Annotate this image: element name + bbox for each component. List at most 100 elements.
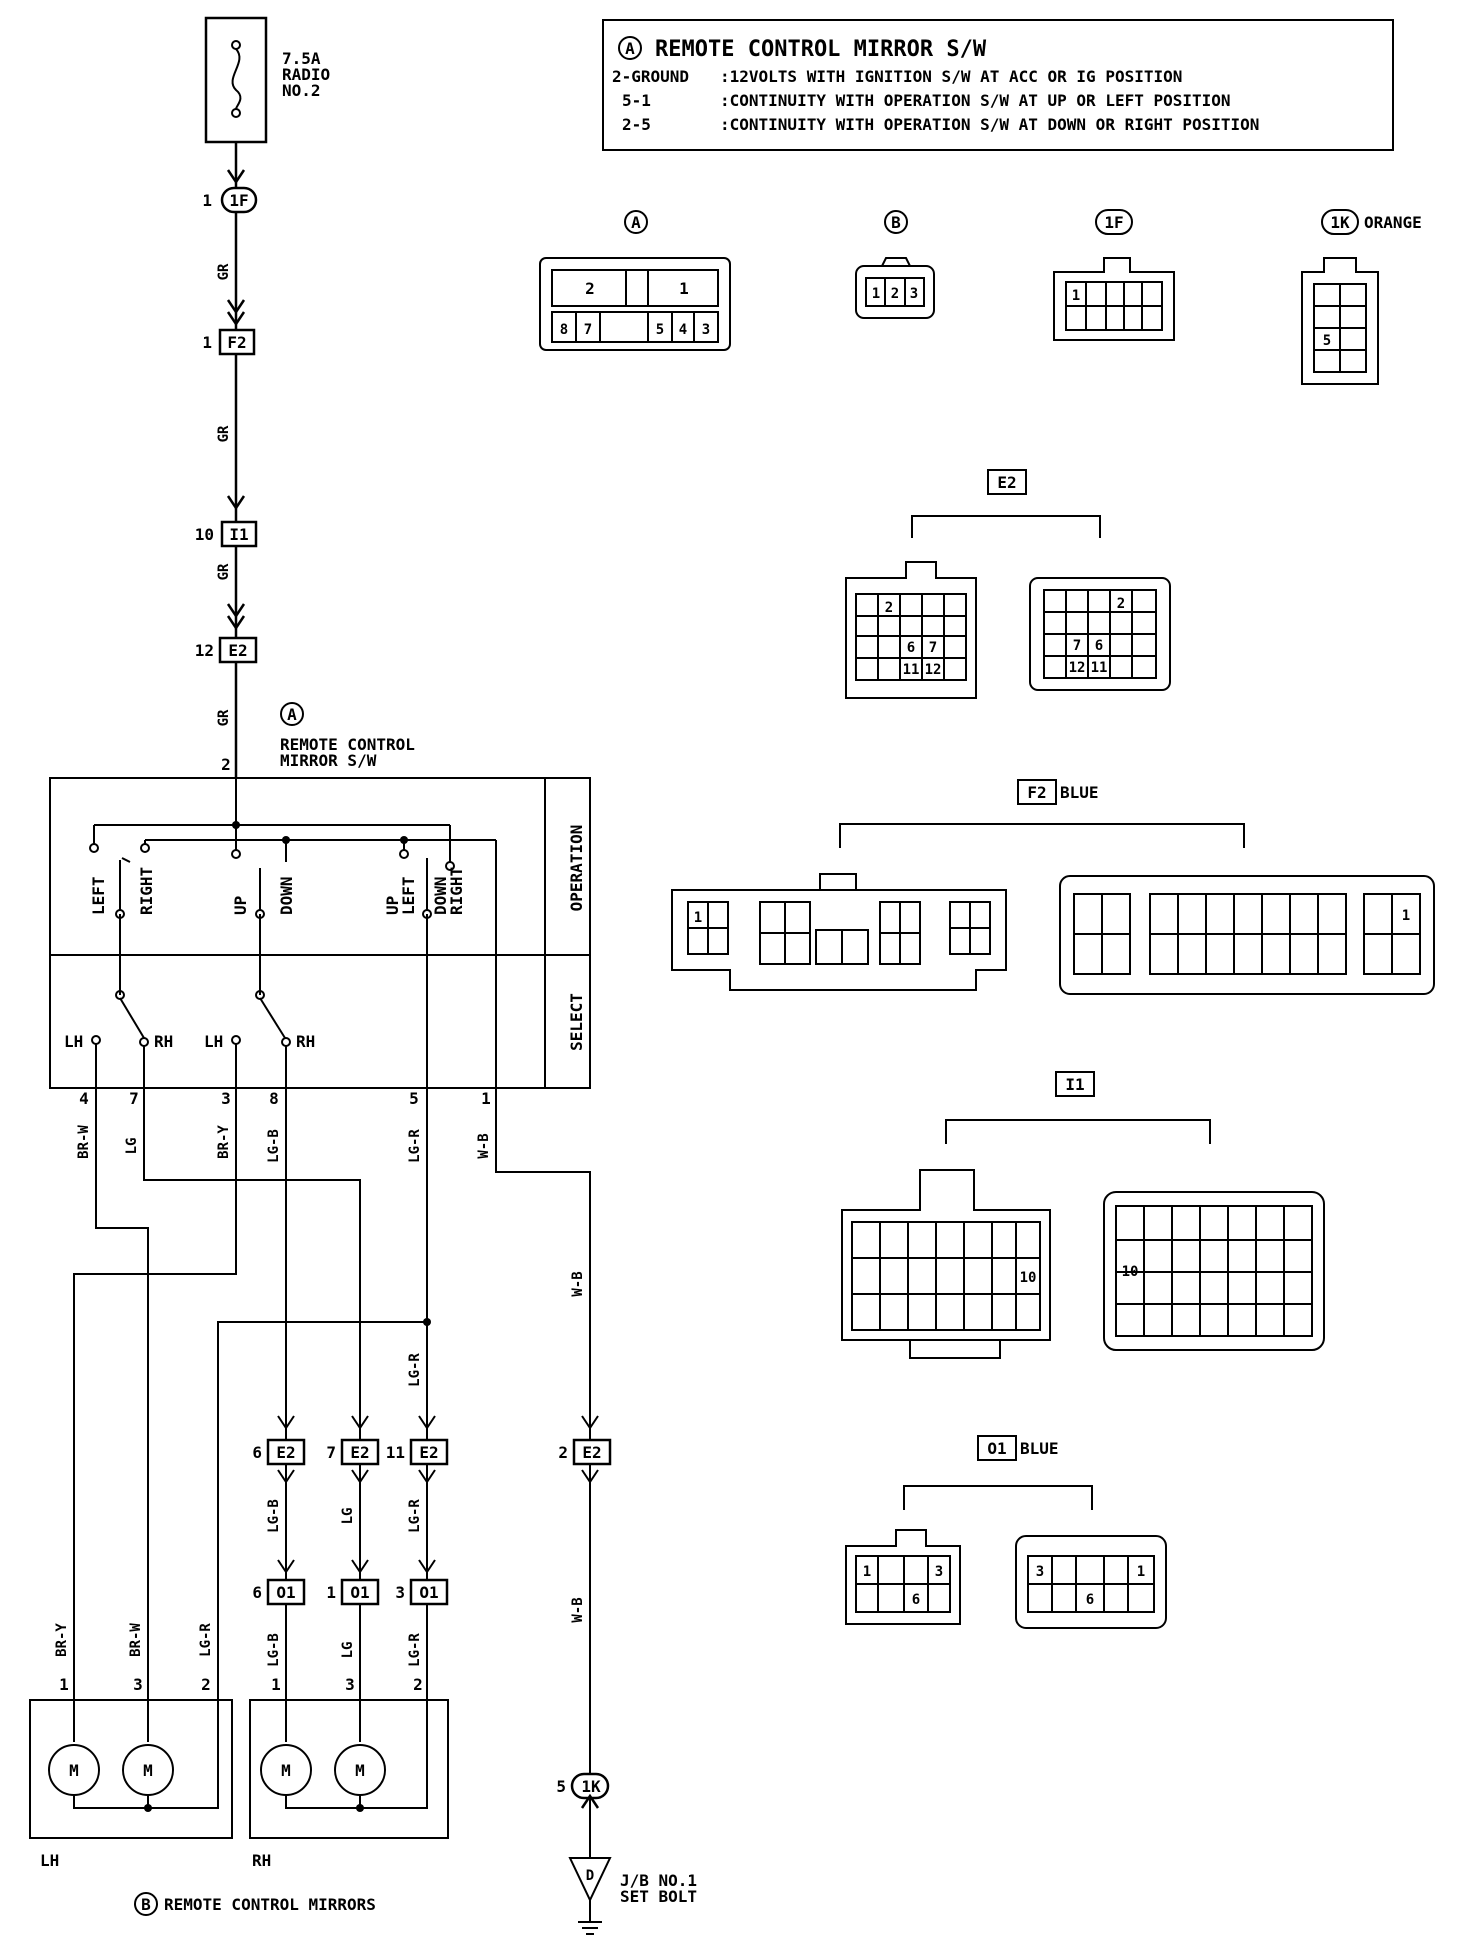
view-e2-r-2: 2: [1117, 596, 1125, 612]
out-pin-3: 3: [221, 1089, 231, 1108]
op-label-right: RIGHT: [137, 867, 156, 915]
rh-motor-2: M: [355, 1761, 365, 1780]
connector-view-e2: E2 2 6 7 11 12 2 7 6 12 11: [845, 469, 1171, 699]
connector-view-1f: 1F 1: [1053, 209, 1175, 341]
low-connectors: O1 6 O1 1 O1 3 LG-B LG LG-R BR-Y BR-W LG…: [54, 1578, 449, 1700]
fuse-no: NO.2: [282, 81, 321, 100]
wire-brw-2: BR-W: [128, 1623, 144, 1657]
sel-lh-1: LH: [64, 1032, 83, 1051]
view-f2-l-pin: 1: [694, 910, 702, 926]
info-row-3-text: :CONTINUITY WITH OPERATION S/W AT DOWN O…: [720, 115, 1259, 134]
lh-pin-3: 3: [133, 1675, 143, 1694]
wire-gr-1: GR: [216, 263, 232, 280]
o1-2-pin: 1: [326, 1583, 336, 1602]
conn-1f-pin: 1: [202, 191, 212, 210]
connector-view-b: B 1 2 3: [855, 210, 935, 319]
wire-lgr-3: LG-R: [407, 1499, 423, 1533]
view-b-pin-1: 1: [872, 286, 880, 302]
wire-lgr-2: LG-R: [407, 1353, 423, 1387]
view-o1-r-1: 1: [1137, 1564, 1145, 1580]
section-select: SELECT: [567, 993, 586, 1051]
view-a-pin-8: 8: [560, 322, 568, 338]
view-e2-l-2: 2: [885, 600, 893, 616]
view-a-id: A: [631, 213, 641, 232]
mirror-rh: 1 3 2 M M RH: [249, 1675, 449, 1870]
info-row-2-text: :CONTINUITY WITH OPERATION S/W AT UP OR …: [720, 91, 1231, 110]
rh-label: RH: [252, 1851, 271, 1870]
wire-gr-2: GR: [216, 425, 232, 442]
view-b-id: B: [891, 213, 901, 232]
sel-rh-2: RH: [296, 1032, 315, 1051]
wire-lg: LG: [124, 1138, 140, 1155]
wire-lgr-4: LG-R: [407, 1633, 423, 1667]
view-o1-r-6: 6: [1086, 1592, 1094, 1608]
view-i1-l-pin: 10: [1020, 1270, 1037, 1286]
conn-i1-pin: 10: [195, 525, 214, 544]
ground-line-1: J/B NO.1: [620, 1871, 697, 1890]
conn-f2-pin: 1: [202, 333, 212, 352]
out-pin-8: 8: [269, 1089, 279, 1108]
op-label-up-2: UP: [383, 896, 402, 915]
view-e2-l-11: 11: [903, 662, 920, 678]
rh-motor-1: M: [281, 1761, 291, 1780]
rh-pin-1: 1: [271, 1675, 281, 1694]
view-1f-pin: 1: [1072, 288, 1080, 304]
info-title: REMOTE CONTROL MIRROR S/W: [655, 37, 987, 62]
info-row-1-text: :12VOLTS WITH IGNITION S/W AT ACC OR IG …: [720, 67, 1182, 86]
rh-pin-3: 3: [345, 1675, 355, 1694]
o1-1-label: O1: [276, 1583, 295, 1602]
switch-name-1: REMOTE CONTROL: [280, 735, 415, 754]
out-pin-7: 7: [129, 1089, 139, 1108]
view-o1-l-3: 3: [935, 1564, 943, 1580]
sel-lh-2: LH: [204, 1032, 223, 1051]
mid-e2-3-label: E2: [419, 1443, 438, 1462]
wire-lgb-2: LG-B: [266, 1499, 282, 1533]
view-o1-l-1: 1: [863, 1564, 871, 1580]
view-b-pin-3: 3: [910, 286, 918, 302]
o1-3-pin: 3: [395, 1583, 405, 1602]
view-1k-pin: 5: [1323, 333, 1331, 349]
info-row-3-pins: 2-5: [622, 115, 651, 134]
ground-line-2: SET BOLT: [620, 1887, 697, 1906]
op-label-up: UP: [231, 896, 250, 915]
view-o1-id: O1: [987, 1439, 1006, 1458]
mirror-lh: 1 3 2 M M LH: [29, 1675, 233, 1870]
view-a-pin-1: 1: [679, 279, 689, 298]
view-b-pin-2: 2: [891, 286, 899, 302]
out-pin-4: 4: [79, 1089, 89, 1108]
wire-bry-2: BR-Y: [54, 1623, 70, 1657]
op-label-right-2: RIGHT: [447, 867, 466, 915]
mid-e2-1-pin: 6: [252, 1443, 262, 1462]
o1-1-pin: 6: [252, 1583, 262, 1602]
op-label-left-2: LEFT: [399, 876, 418, 915]
wire-lgb: LG-B: [266, 1129, 282, 1163]
conn-f2-label: F2: [227, 333, 246, 352]
view-e2-id: E2: [997, 473, 1016, 492]
mirrors-caption: B REMOTE CONTROL MIRRORS: [134, 1892, 376, 1916]
view-e2-l-12: 12: [925, 662, 942, 678]
op-label-down-2: DOWN: [431, 876, 450, 915]
info-box: A REMOTE CONTROL MIRROR S/W 2-GROUND :12…: [602, 19, 1394, 151]
view-o1-color: BLUE: [1020, 1439, 1059, 1458]
view-e2-l-7: 7: [929, 640, 937, 656]
section-operation: OPERATION: [567, 825, 586, 912]
view-e2-r-7: 7: [1073, 638, 1081, 654]
view-1k-color: ORANGE: [1364, 213, 1422, 232]
switch-name-2: MIRROR S/W: [280, 751, 377, 770]
mid-e2-4-label: E2: [582, 1443, 601, 1462]
connector-view-o1: O1 BLUE 1 3 6 3 1 6: [845, 1435, 1167, 1629]
view-o1-l-6: 6: [912, 1592, 920, 1608]
mid-e2-2-pin: 7: [326, 1443, 336, 1462]
mid-e2-3-pin: 11: [386, 1443, 405, 1462]
ground: 1K 5 D J/B NO.1 SET BOLT: [556, 1772, 697, 1935]
wire-lgr: LG-R: [407, 1129, 423, 1163]
lh-motor-1: M: [69, 1761, 79, 1780]
switch-input-pin: 2: [221, 755, 231, 774]
view-i1-r-pin: 10: [1122, 1264, 1139, 1280]
switch-marker: A: [287, 705, 297, 724]
view-a-pin-7: 7: [584, 322, 592, 338]
fuse-name: RADIO: [282, 65, 330, 84]
connector-view-i1: I1 10 10: [841, 1071, 1325, 1359]
mirror-switch: A REMOTE CONTROL MIRROR S/W 2 OPERATION …: [49, 702, 591, 1108]
